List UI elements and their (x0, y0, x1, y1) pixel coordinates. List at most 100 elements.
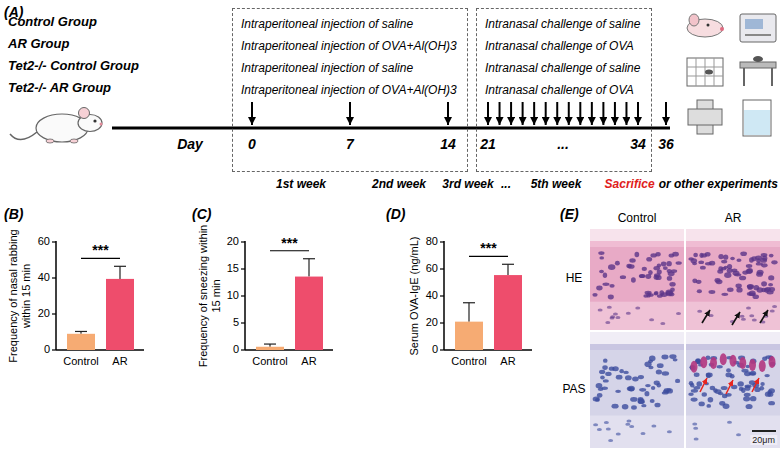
timepoint-arrow (447, 102, 449, 125)
panel-letter: (C) (192, 206, 211, 222)
cell-nucleus (657, 383, 662, 388)
treatment-step: Intraperitoneal injection of saline (241, 13, 413, 35)
cell-nucleus (675, 379, 680, 383)
timepoint-arrow (556, 102, 558, 125)
cell-nucleus (692, 262, 697, 265)
stromal-nucleus (605, 321, 610, 324)
mouse-eye-icon (707, 24, 710, 27)
lumen (590, 332, 684, 344)
cell-nucleus (648, 270, 653, 275)
cell-nucleus (657, 363, 664, 368)
cell-nucleus (739, 276, 746, 281)
cell-nucleus (766, 291, 773, 295)
category-label: Control (451, 355, 486, 368)
cell-nucleus (661, 355, 668, 360)
cell-nucleus (631, 277, 636, 282)
error-bar (119, 266, 120, 279)
bar (106, 279, 134, 350)
stromal-nucleus (740, 315, 745, 318)
timepoint-arrow (614, 102, 616, 125)
timepoint-arrow (499, 102, 501, 125)
cell-nucleus (749, 257, 754, 262)
cell-nucleus (666, 261, 672, 266)
tick-label: 0 (44, 343, 50, 356)
cell-nucleus (669, 282, 675, 287)
platform-mouse (753, 56, 763, 62)
cell-nucleus (638, 375, 644, 379)
stroma (686, 302, 780, 330)
mouse-nose-icon (720, 27, 724, 31)
tick-label: 5 (233, 316, 239, 329)
reader-screen (745, 19, 763, 29)
tick-label: 40 (426, 289, 438, 302)
cell-nucleus (760, 382, 764, 386)
day-number: 36 (658, 136, 674, 152)
pas-stain-micrograph (590, 332, 684, 448)
cell-nucleus (725, 373, 732, 378)
cell-nucleus (736, 259, 741, 262)
cell-nucleus (698, 260, 704, 264)
cell-nucleus (654, 292, 659, 296)
stromal-nucleus (649, 318, 654, 321)
stromal-nucleus (709, 314, 714, 317)
cell-nucleus (639, 388, 646, 392)
cell-nucleus (697, 289, 702, 293)
cell-nucleus (761, 288, 766, 293)
treatment-step: Intranasal challenge of OVA (485, 79, 634, 101)
stromal-nucleus (626, 312, 631, 315)
field-grid-line (714, 58, 715, 86)
cell-nucleus (596, 286, 603, 291)
cell-nucleus (698, 401, 704, 406)
platform-leg (743, 68, 745, 86)
cell-nucleus (616, 375, 623, 380)
field-arena (687, 58, 723, 86)
cell-nucleus (596, 383, 603, 388)
cell-nucleus (721, 267, 727, 271)
cell-nucleus (721, 260, 727, 264)
timepoint-arrow (625, 102, 627, 125)
cell-nucleus (709, 290, 716, 294)
cell-nucleus (598, 251, 604, 255)
stroma (590, 302, 684, 330)
cell-nucleus (657, 270, 662, 275)
cell-nucleus (599, 256, 604, 259)
tissue-ground (686, 229, 780, 330)
cell-nucleus (746, 264, 753, 268)
cell-nucleus (768, 283, 773, 286)
pointer-arrow (760, 310, 768, 323)
significance-mark: *** (92, 242, 108, 258)
cell-nucleus (609, 284, 614, 288)
pointer-arrow (700, 378, 707, 392)
cell-nucleus (739, 387, 744, 391)
category-label: AR (301, 355, 316, 368)
cell-nucleus (693, 253, 698, 258)
treatment-step: Intranasal challenge of saline (485, 57, 640, 79)
lumen (590, 229, 684, 241)
timepoint-arrow (349, 102, 351, 125)
tick-label: 60 (426, 262, 438, 275)
stromal-nucleus (598, 308, 603, 311)
stromal-nucleus (727, 421, 732, 424)
stromal-nucleus (608, 439, 613, 442)
cell-nucleus (731, 385, 737, 389)
stromal-nucleus (667, 430, 672, 433)
pointer-arrow (752, 378, 759, 392)
error-bar (507, 264, 508, 275)
stromal-nucleus (772, 305, 777, 308)
cell-nucleus (756, 272, 763, 277)
maze-arm (688, 109, 722, 125)
cell-nucleus (661, 262, 667, 267)
cell-nucleus (651, 386, 655, 390)
stromal-nucleus (626, 420, 631, 423)
day-number: 34 (630, 136, 646, 152)
cell-nucleus (612, 366, 619, 371)
cell-nucleus (747, 286, 752, 290)
category-label: AR (112, 355, 127, 368)
cell-nucleus (701, 253, 707, 257)
cell-nucleus (737, 381, 743, 386)
cell-nucleus (747, 284, 754, 289)
cell-nucleus (730, 257, 735, 260)
cell-nucleus (620, 275, 626, 279)
bar (494, 275, 522, 350)
cell-nucleus (732, 269, 738, 273)
